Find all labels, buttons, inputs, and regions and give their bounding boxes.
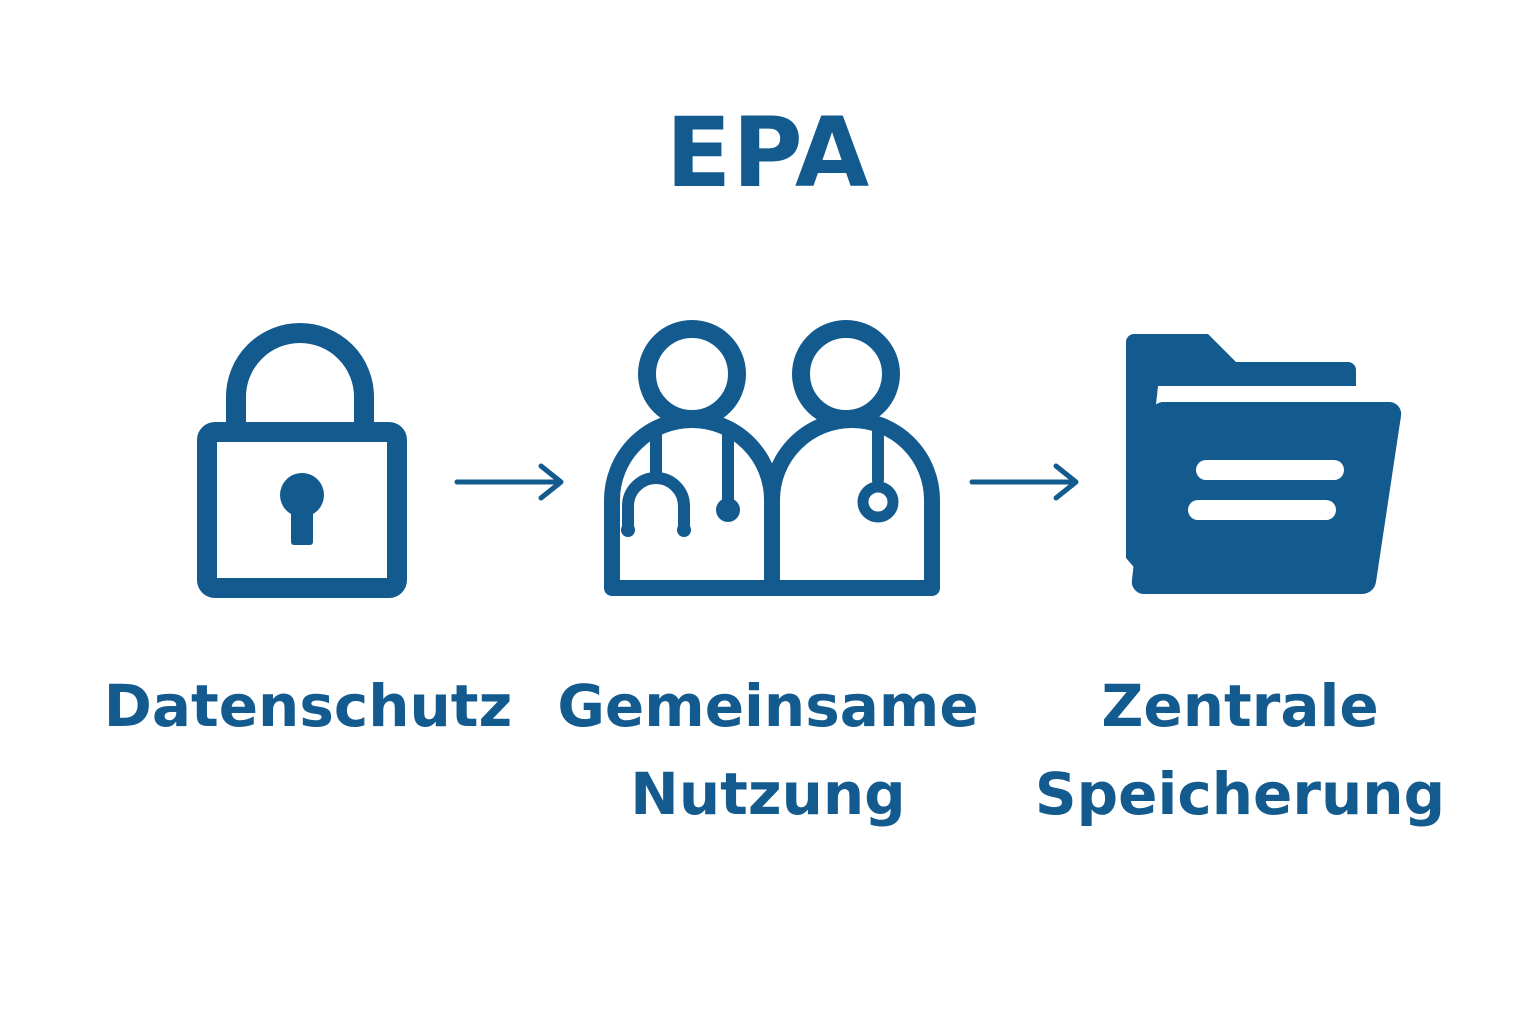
arrow-right-icon: [454, 463, 564, 501]
diagram-title: EPA: [665, 97, 871, 209]
label-datenschutz: Datenschutz: [103, 672, 513, 740]
arrow-right-icon: [969, 463, 1079, 501]
padlock-icon: [197, 323, 407, 598]
label-zentrale-speicherung: Zentrale Speicherung: [1034, 672, 1446, 828]
label-gemeinsame-nutzung: Gemeinsame Nutzung: [557, 672, 979, 828]
folder-icon: [1126, 334, 1402, 595]
two-doctors-icon: [604, 320, 940, 596]
